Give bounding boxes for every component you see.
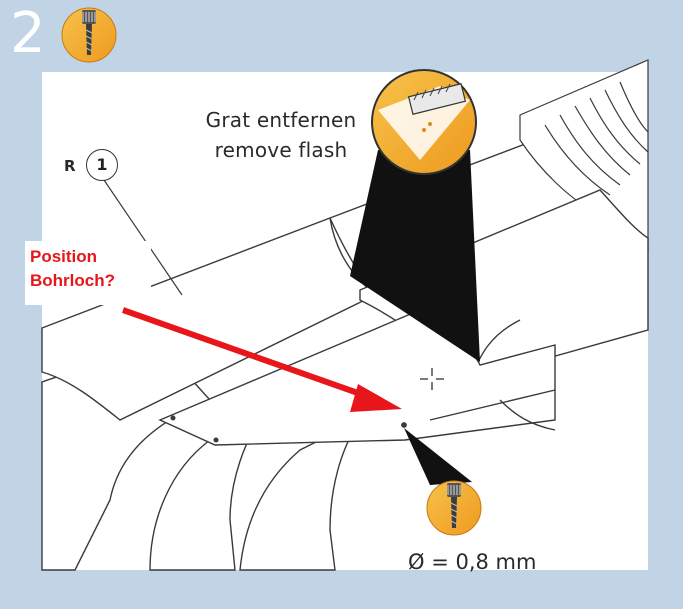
diameter-label: Ø = 0,8 mm: [408, 550, 537, 574]
lower-pipes: [41, 344, 363, 571]
flash-callout: [350, 150, 480, 362]
caption-german: Grat entfernen: [205, 108, 357, 132]
callout-prefix: R: [64, 157, 76, 175]
step-number: 2: [10, 1, 46, 66]
annotation-line-1: Position: [30, 247, 98, 266]
callout-leader: [103, 179, 183, 296]
hole-drill-icon: [426, 480, 482, 536]
knife-blade-icon: [371, 69, 477, 175]
crosshair-icon: [420, 368, 444, 390]
annotation-line-2: Bohrloch?: [30, 271, 115, 290]
annotation-box: Position Bohrloch?: [25, 241, 151, 305]
ribbed-pipe: [519, 59, 649, 252]
caption-english: remove flash: [214, 138, 348, 162]
position-arrow: [122, 307, 402, 412]
callout-number: 1: [86, 149, 118, 181]
drill-callout: [404, 428, 472, 485]
drill-bit-icon: [61, 7, 117, 63]
